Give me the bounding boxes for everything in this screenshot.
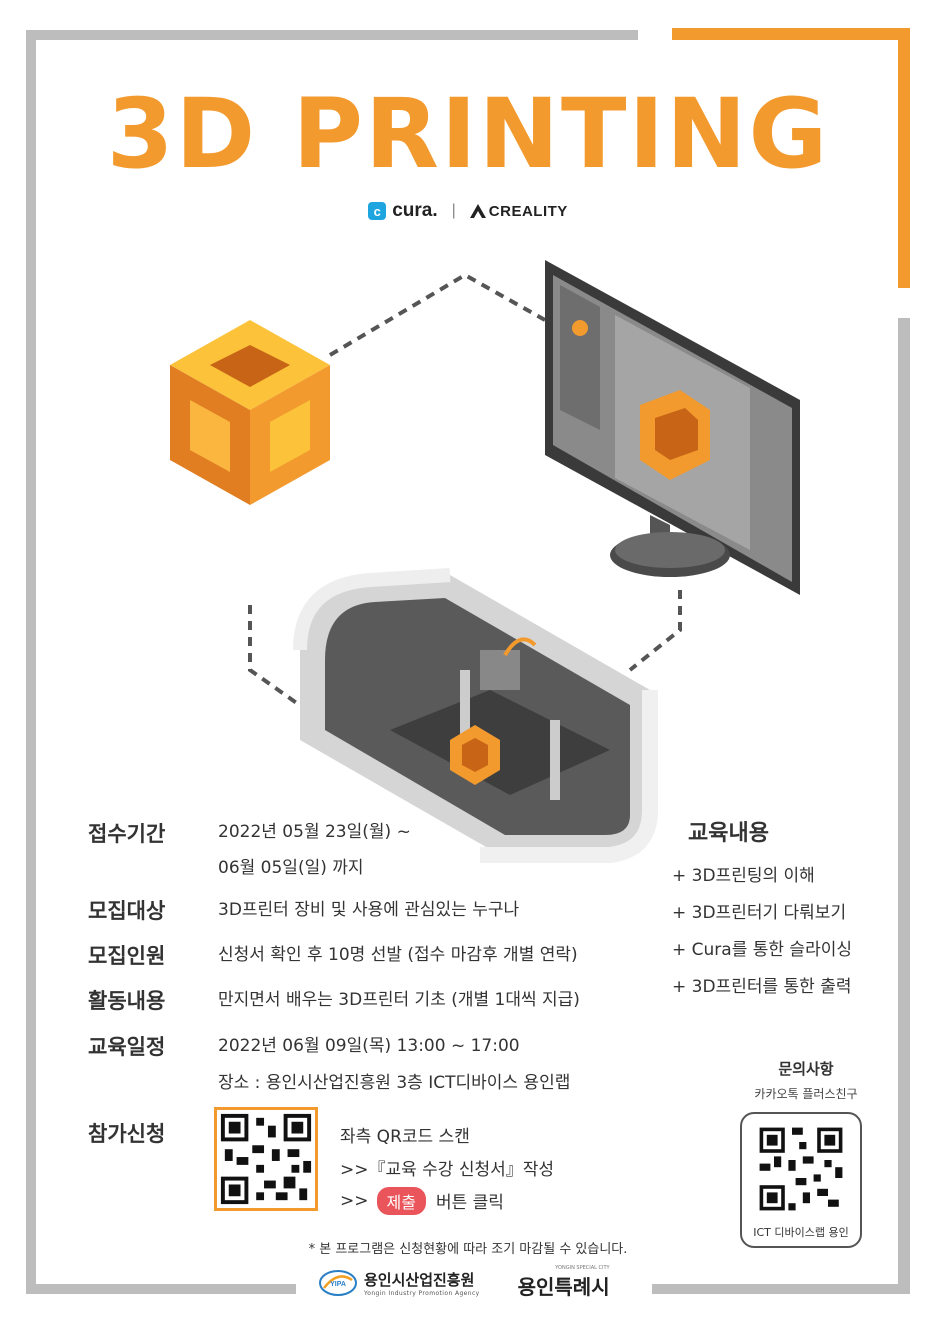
org-name: 용인시산업진흥원 — [364, 1270, 475, 1289]
info-row-schedule: 교육일정 2022년 06월 09일(목) 13:00 ~ 17:00 장소 :… — [88, 1031, 570, 1105]
info-label: 교육일정 — [88, 1035, 166, 1059]
step-suffix: 버튼 클릭 — [435, 1193, 504, 1213]
info-label: 접수기간 — [88, 822, 166, 846]
frame-right — [898, 318, 910, 1292]
qr-caption: ICT 디바이스랩 용인 — [753, 1226, 849, 1239]
notice: * 본 프로그램은 신청현황에 따라 조기 마감될 수 있습니다. — [308, 1242, 628, 1257]
education-item: + Cura를 통한 슬라이싱 — [672, 940, 852, 960]
org-subtitle: Yongin Industry Promotion Agency — [364, 1289, 480, 1297]
frame-bottom-left — [26, 1284, 296, 1294]
contact-qr-card[interactable]: ICT 디바이스랩 용인 — [740, 1112, 862, 1248]
info-value: 06월 05일(일) 까지 — [218, 858, 364, 878]
step-submit: >> 제출 버튼 클릭 — [340, 1184, 554, 1217]
creality-name: CREALITY — [488, 202, 568, 220]
printer-icon — [293, 568, 658, 863]
yipa-logo-icon: YIPA — [319, 1269, 357, 1296]
info-row-period: 접수기간 2022년 05월 23일(월) ~ 06월 05일(일) 까지 — [88, 818, 411, 890]
info-value: 만지면서 배우는 3D프린터 기초 (개별 1대씩 지급) — [218, 990, 580, 1010]
contact-title: 문의사항 — [778, 1060, 834, 1078]
org-logo: YIPA 용인시산업진흥원 Yongin Industry Promotion … — [318, 1268, 480, 1298]
brand-logos: c cura. | CREALITY — [0, 200, 936, 222]
page-title: 3D PRINTING — [106, 78, 830, 190]
footer: YIPA 용인시산업진흥원 Yongin Industry Promotion … — [318, 1265, 610, 1300]
frame-left — [26, 30, 36, 1292]
info-row-target: 모집대상 3D프린터 장비 및 사용에 관심있는 누구나 — [88, 895, 519, 925]
apply-steps: 좌측 QR코드 스캔 >>『교육 수강 신청서』작성 >> 제출 버튼 클릭 — [340, 1118, 554, 1217]
brand-separator: | — [451, 202, 456, 219]
education-item: + 3D프린터를 통한 출력 — [672, 977, 852, 997]
creality-icon — [469, 204, 486, 218]
info-row-apply: 참가신청 — [88, 1118, 218, 1148]
step-form: >>『교육 수강 신청서』작성 — [340, 1160, 555, 1180]
frame-top-left — [26, 30, 638, 40]
city-logo: YONGIN SPECIAL CITY 용인특례시 — [518, 1265, 610, 1300]
cura-icon: c — [368, 202, 387, 220]
cura-name: cura. — [392, 200, 438, 221]
info-value: 장소 : 용인시산업진흥원 3층 ICT디바이스 용인랩 — [218, 1073, 571, 1093]
info-row-capacity: 모집인원 신청서 확인 후 10명 선발 (접수 마감후 개별 연락) — [88, 940, 578, 970]
illustration — [170, 260, 800, 863]
info-value: 2022년 06월 09일(목) 13:00 ~ 17:00 — [218, 1036, 520, 1056]
info-value: 3D프린터 장비 및 사용에 관심있는 누구나 — [218, 900, 520, 920]
info-value: 2022년 05월 23일(월) ~ — [218, 822, 411, 842]
cube-icon — [170, 320, 330, 505]
yipa-logo-text: YIPA — [330, 1281, 346, 1288]
cura-logo: c cura. — [368, 200, 438, 222]
qr-icon — [756, 1124, 846, 1214]
education-item: + 3D프린터기 다뤄보기 — [672, 903, 847, 923]
monitor-icon — [545, 260, 800, 595]
education-title: 교육내용 — [688, 821, 769, 846]
city-subtitle: YONGIN SPECIAL CITY — [555, 1265, 610, 1271]
info-row-activity: 활동내용 만지면서 배우는 3D프린터 기초 (개별 1대씩 지급) — [88, 985, 580, 1015]
info-label: 모집대상 — [88, 899, 166, 923]
frame-right-top — [898, 28, 910, 288]
creality-logo: CREALITY — [469, 202, 568, 220]
contact-subtitle: 카카오톡 플러스친구 — [754, 1087, 858, 1101]
frame-bottom-right — [652, 1284, 910, 1294]
education-item: + 3D프린팅의 이해 — [672, 866, 815, 886]
apply-qr-code[interactable] — [214, 1107, 318, 1211]
info-label: 모집인원 — [88, 944, 166, 968]
info-label: 활동내용 — [88, 989, 166, 1013]
step-arrow: >> — [340, 1190, 369, 1211]
qr-icon — [217, 1110, 315, 1208]
city-name: 용인특례시 — [517, 1275, 610, 1299]
step-scan: 좌측 QR코드 스캔 — [340, 1127, 470, 1147]
contact-section: 문의사항 카카오톡 플러스친구 — [732, 1058, 880, 1102]
frame-top-right — [672, 28, 910, 40]
education-section: 교육내용 + 3D프린팅의 이해 + 3D프린터기 다뤄보기 + Cura를 통… — [672, 815, 852, 1009]
info-value: 신청서 확인 후 10명 선발 (접수 마감후 개별 연락) — [218, 945, 578, 965]
info-label: 참가신청 — [88, 1122, 166, 1146]
submit-button[interactable]: 제출 — [376, 1186, 426, 1215]
